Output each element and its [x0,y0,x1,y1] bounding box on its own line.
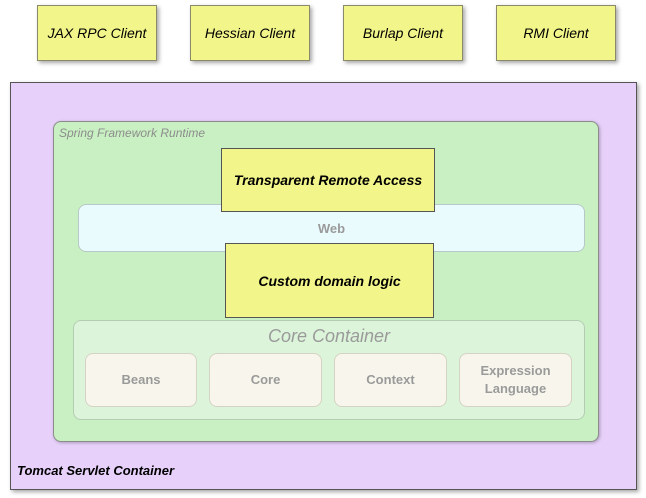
expression-language-module: Expression Language [459,353,572,407]
core-container-title: Core Container [267,326,391,346]
module-label: Core [250,372,281,387]
spring-runtime-label: Spring Framework Runtime [59,126,206,140]
module-label: Context [366,372,415,387]
client-label: JAX RPC Client [47,25,147,41]
module-label: Expression Language [480,363,551,396]
context-module: Context [334,353,447,407]
core-module: Core [209,353,322,407]
beans-module: Beans [85,353,197,407]
web-label: Web [317,220,346,236]
jax-rpc-client-box: JAX RPC Client [37,5,157,61]
tomcat-container-label: Tomcat Servlet Container [17,463,175,478]
custom-domain-logic-box: Custom domain logic [225,243,434,318]
custom-logic-label: Custom domain logic [258,272,401,289]
client-label: Burlap Client [362,25,444,41]
module-label: Beans [121,372,161,387]
remote-access-label: Transparent Remote Access [233,172,423,188]
burlap-client-box: Burlap Client [343,5,463,61]
client-label: Hessian Client [204,25,296,41]
client-label: RMI Client [523,25,589,41]
transparent-remote-access-box: Transparent Remote Access [221,148,435,212]
hessian-client-box: Hessian Client [190,5,310,61]
rmi-client-box: RMI Client [496,5,616,61]
